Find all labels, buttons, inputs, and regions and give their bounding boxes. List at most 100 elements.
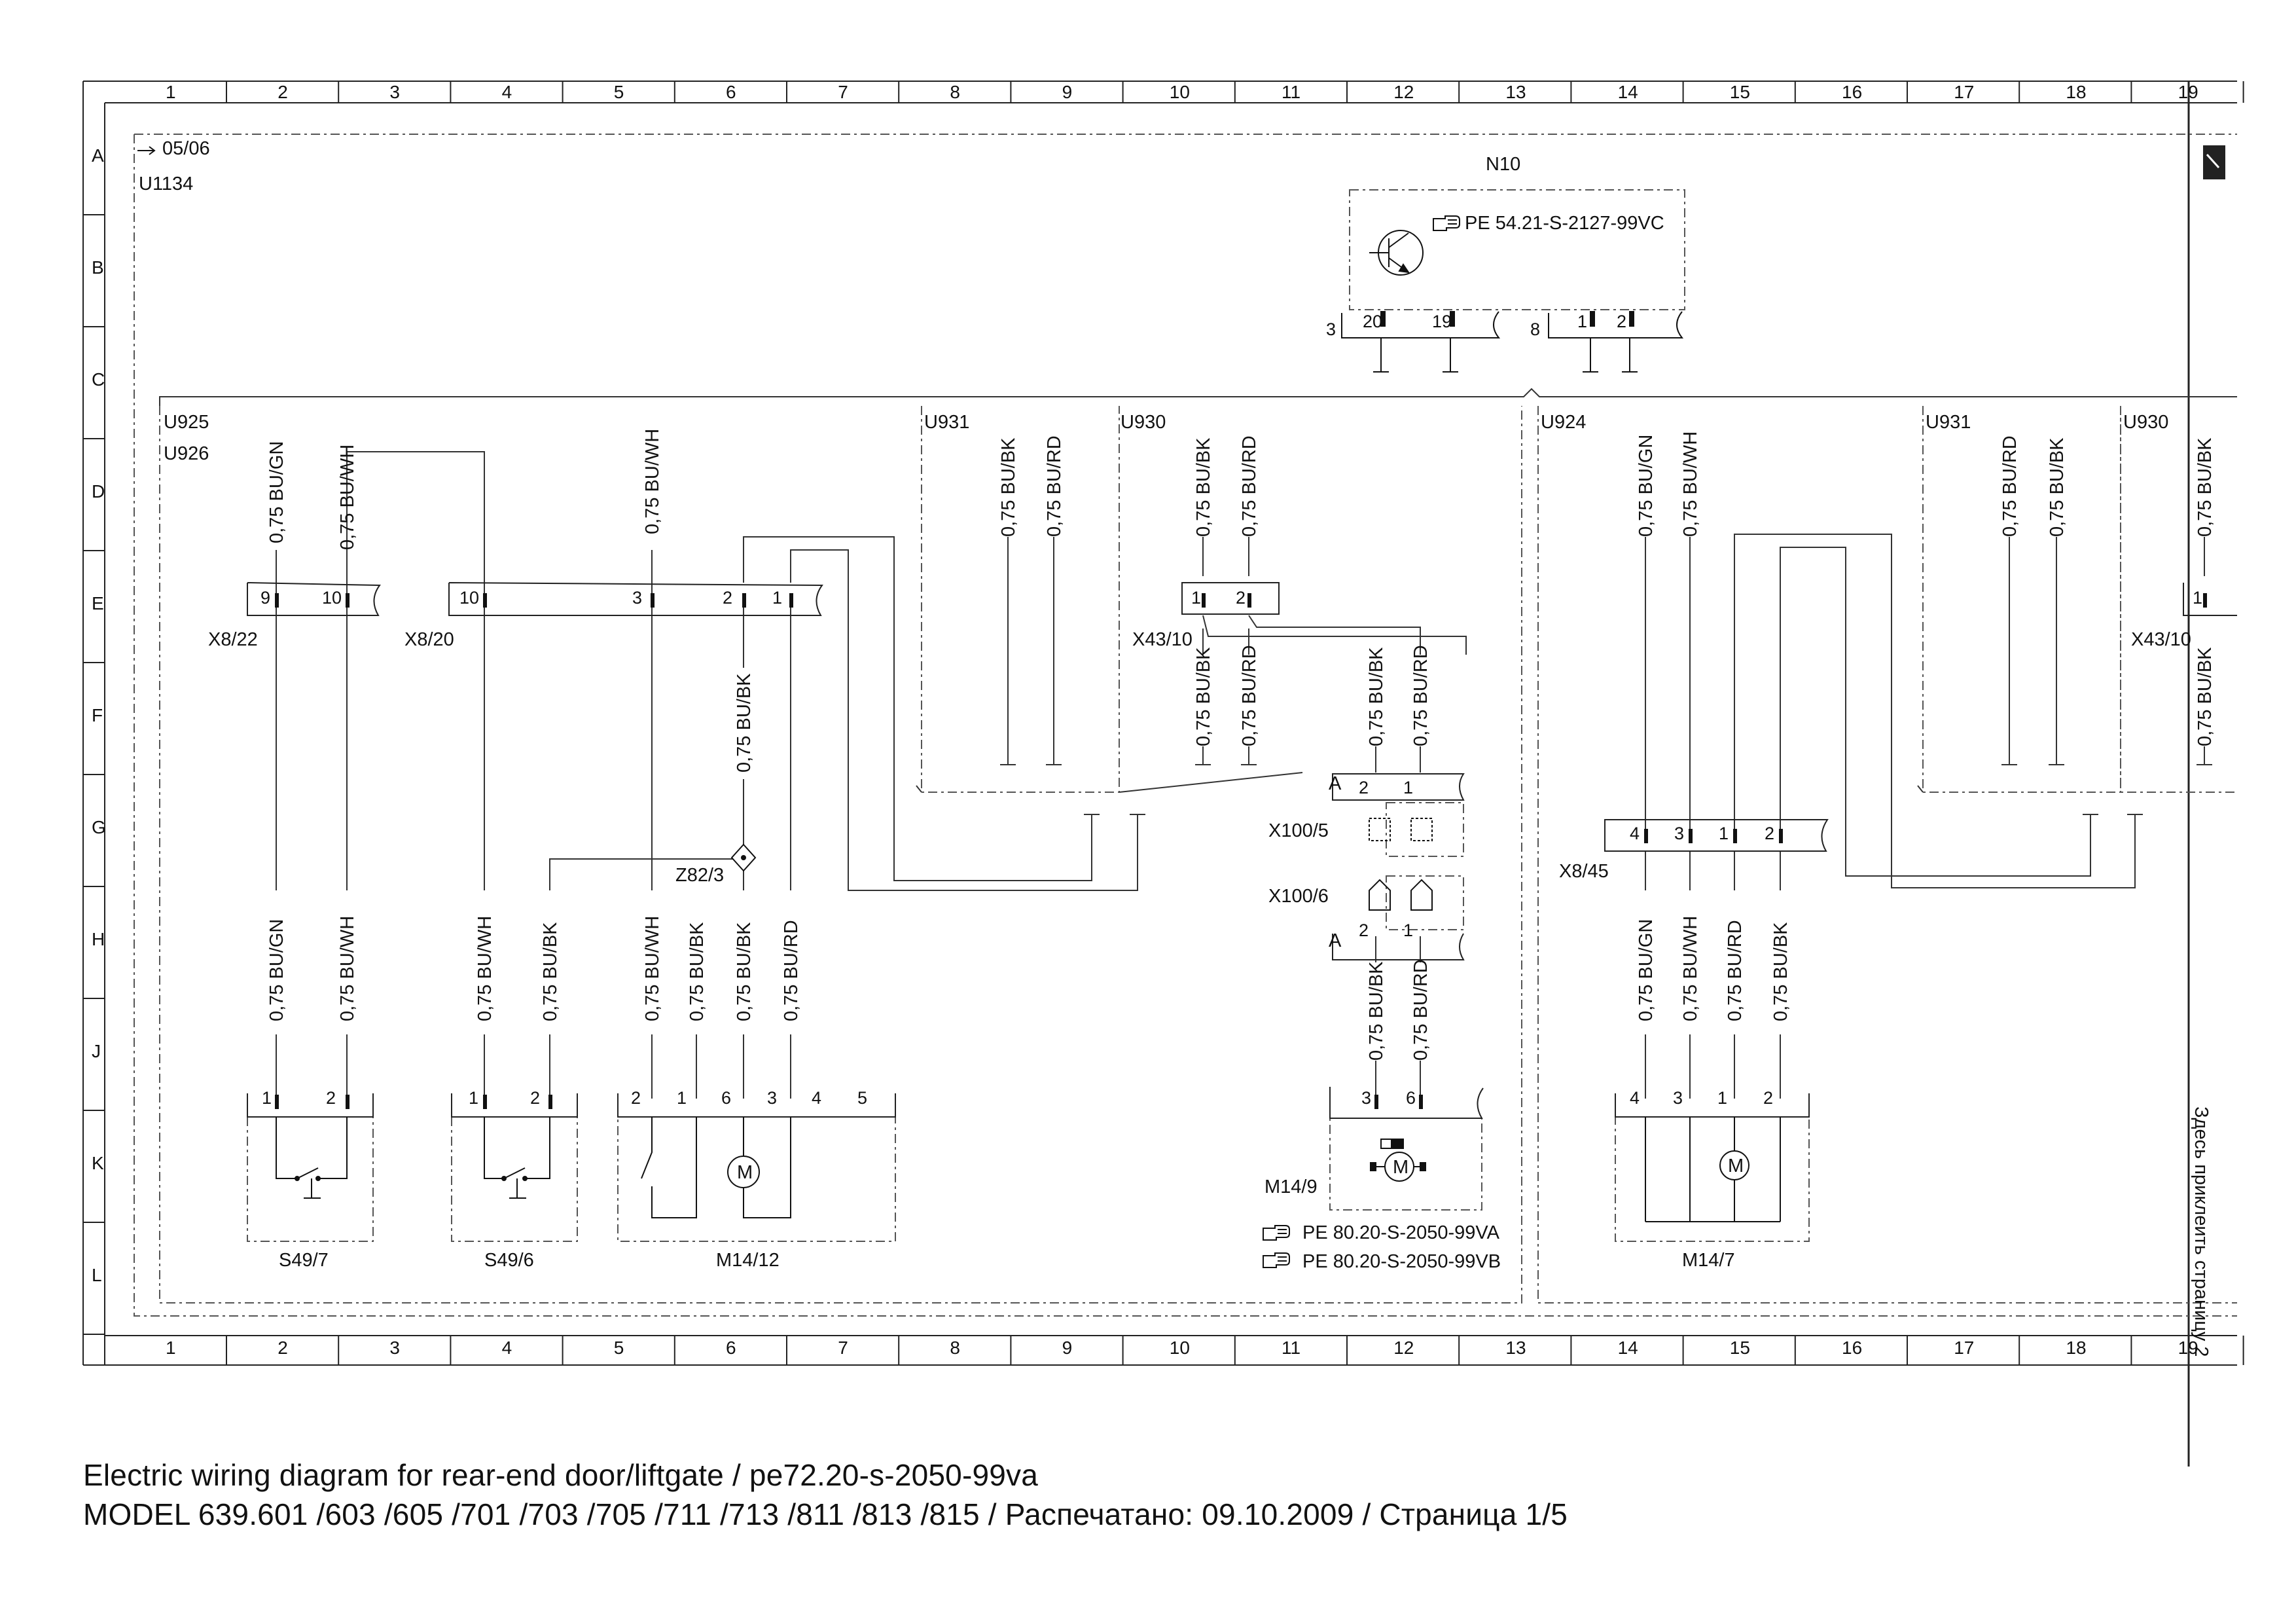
column-number-12: 12 [1393,82,1414,102]
column-number-8: 8 [950,1338,960,1358]
row-letter-F: F [92,705,103,725]
pin-mark [1202,593,1206,608]
column-number-6: 6 [726,82,736,102]
wire-label-bu-bk: 0,75 BU/BK [687,922,708,1021]
footer-model-line: MODEL 639.601 /603 /605 /701 /703 /705 /… [83,1497,1568,1531]
pin-mark [742,593,746,608]
column-number-3: 3 [389,82,400,102]
x8-45-pin-2: 2 [1765,824,1774,843]
m14-12-pin-2: 2 [631,1088,641,1108]
m14-12-pin-4: 4 [812,1088,821,1108]
wire-label-bu-gn: 0,75 BU/GN [1636,435,1657,537]
column-number-3: 3 [389,1338,400,1358]
column-number-19: 19 [2178,1338,2198,1358]
pin-mark [483,1095,487,1109]
group-u925: U925 [164,412,209,433]
unit-code: U1134 [139,173,193,194]
row-letter-E: E [92,593,104,613]
x43-10-pin-1: 1 [1191,588,1201,608]
row-letter-G: G [92,817,106,837]
column-labels: 1122334455667788991010111112121313141415… [166,82,2198,1358]
column-number-1: 1 [166,82,176,102]
motor-m14-7-symbol: M [1728,1156,1744,1176]
wire-label-bu-bk: 0,75 BU/BK [1770,922,1791,1021]
group-u930-right: U930 [2123,412,2168,433]
m14-7-pin-3: 3 [1673,1088,1683,1108]
m14-7-internals [1645,1117,1781,1222]
pin-mark [346,593,350,608]
motor-m14-12-symbol: M [737,1162,753,1183]
wire-label-bu-bk: 0,75 BU/BK [2047,437,2068,537]
x100-5-label: X100/5 [1268,820,1329,841]
x8-20-pin-1: 1 [772,588,782,608]
ref-va[interactable]: PE 80.20-S-2050-99VA [1302,1222,1500,1243]
pin-mark [346,1095,350,1109]
x8-22-pin-9: 9 [260,588,270,608]
row-ticks [83,214,105,1335]
pin-mark [1644,829,1648,843]
n10-module: N10 PE 54.21-S-2127-99VC 3 8 20 19 1 2 [1326,154,1684,373]
s49-7-pin-2: 2 [326,1088,336,1108]
sheet-frame [82,81,2237,1467]
column-number-17: 17 [1954,82,1974,102]
wires [276,451,2212,1099]
m14-9-pin-6: 6 [1406,1088,1416,1108]
wire-label-bu-wh: 0,75 BU/WH [475,916,495,1021]
n10-pin-2: 2 [1617,312,1626,331]
wire-label-bu-gn: 0,75 BU/GN [266,441,287,543]
pin-mark [275,593,279,608]
wire-label-bu-bk: 0,75 BU/BK [1193,647,1214,746]
m14-12-internals [641,1117,791,1218]
m14-7-pin-4: 4 [1630,1088,1640,1108]
pin-mark [1779,829,1783,843]
group-u931: U931 [924,412,969,433]
column-number-18: 18 [2066,1338,2086,1358]
m14-9-label: M14/9 [1265,1176,1318,1197]
m14-12-pin-3: 3 [767,1088,777,1108]
wire-label-bu-bk: 0,75 BU/BK [734,922,755,1021]
n10-pin-19: 19 [1432,312,1452,331]
wire-label-bu-bk: 0,75 BU/BK [2195,647,2215,746]
pin-marks [275,593,2207,1109]
reference-hand-icon [1433,215,1460,231]
x100-6-side: A [1329,930,1342,951]
x100-6-label: X100/6 [1268,886,1329,907]
column-number-6: 6 [726,1338,736,1358]
m14-7-pin-2: 2 [1763,1088,1773,1108]
wire-label-bu-bk: 0,75 BU/BK [1193,437,1214,537]
m14-12-pin-6: 6 [721,1088,731,1108]
x43-10-pin-2: 2 [1236,588,1246,608]
row-letter-C: C [92,369,105,390]
date-ref: 05/06 [162,138,210,159]
wire-label-bu-rd: 0,75 BU/RD [1410,959,1431,1061]
outer-dashed-frame [134,134,2237,1317]
n10-label: N10 [1486,154,1520,175]
pin-mark [1247,593,1251,608]
column-number-10: 10 [1170,82,1190,102]
wire-label-bu-bk: 0,75 BU/BK [1366,647,1387,746]
x100-5-pin-1: 1 [1403,778,1413,797]
ref-vb[interactable]: PE 80.20-S-2050-99VB [1302,1251,1501,1272]
margin-note: Здесь приклеить страницу 2 [2191,1106,2212,1357]
column-number-5: 5 [614,1338,624,1358]
wire-label-bu-bk: 0,75 BU/BK [998,437,1019,537]
column-ticks [226,81,2244,1365]
reference-hand-icon [1263,1225,1290,1241]
footer-title: Electric wiring diagram for rear-end doo… [83,1458,1039,1492]
group-u926: U926 [164,443,209,464]
pin-mark [483,593,487,608]
column-number-1: 1 [166,1338,176,1358]
n10-ref[interactable]: PE 54.21-S-2127-99VC [1465,213,1664,234]
motor-m14-9-symbol: M [1393,1157,1408,1178]
column-number-9: 9 [1062,82,1073,102]
column-number-11: 11 [1282,82,1300,102]
x8-20-pin-3: 3 [632,588,642,608]
x8-20-label: X8/20 [404,629,454,650]
pin-mark [275,1095,279,1109]
switch-icon [484,1117,550,1199]
group-u930: U930 [1121,412,1166,433]
splice-label: Z82/3 [675,865,724,886]
pin-mark [1689,829,1693,843]
